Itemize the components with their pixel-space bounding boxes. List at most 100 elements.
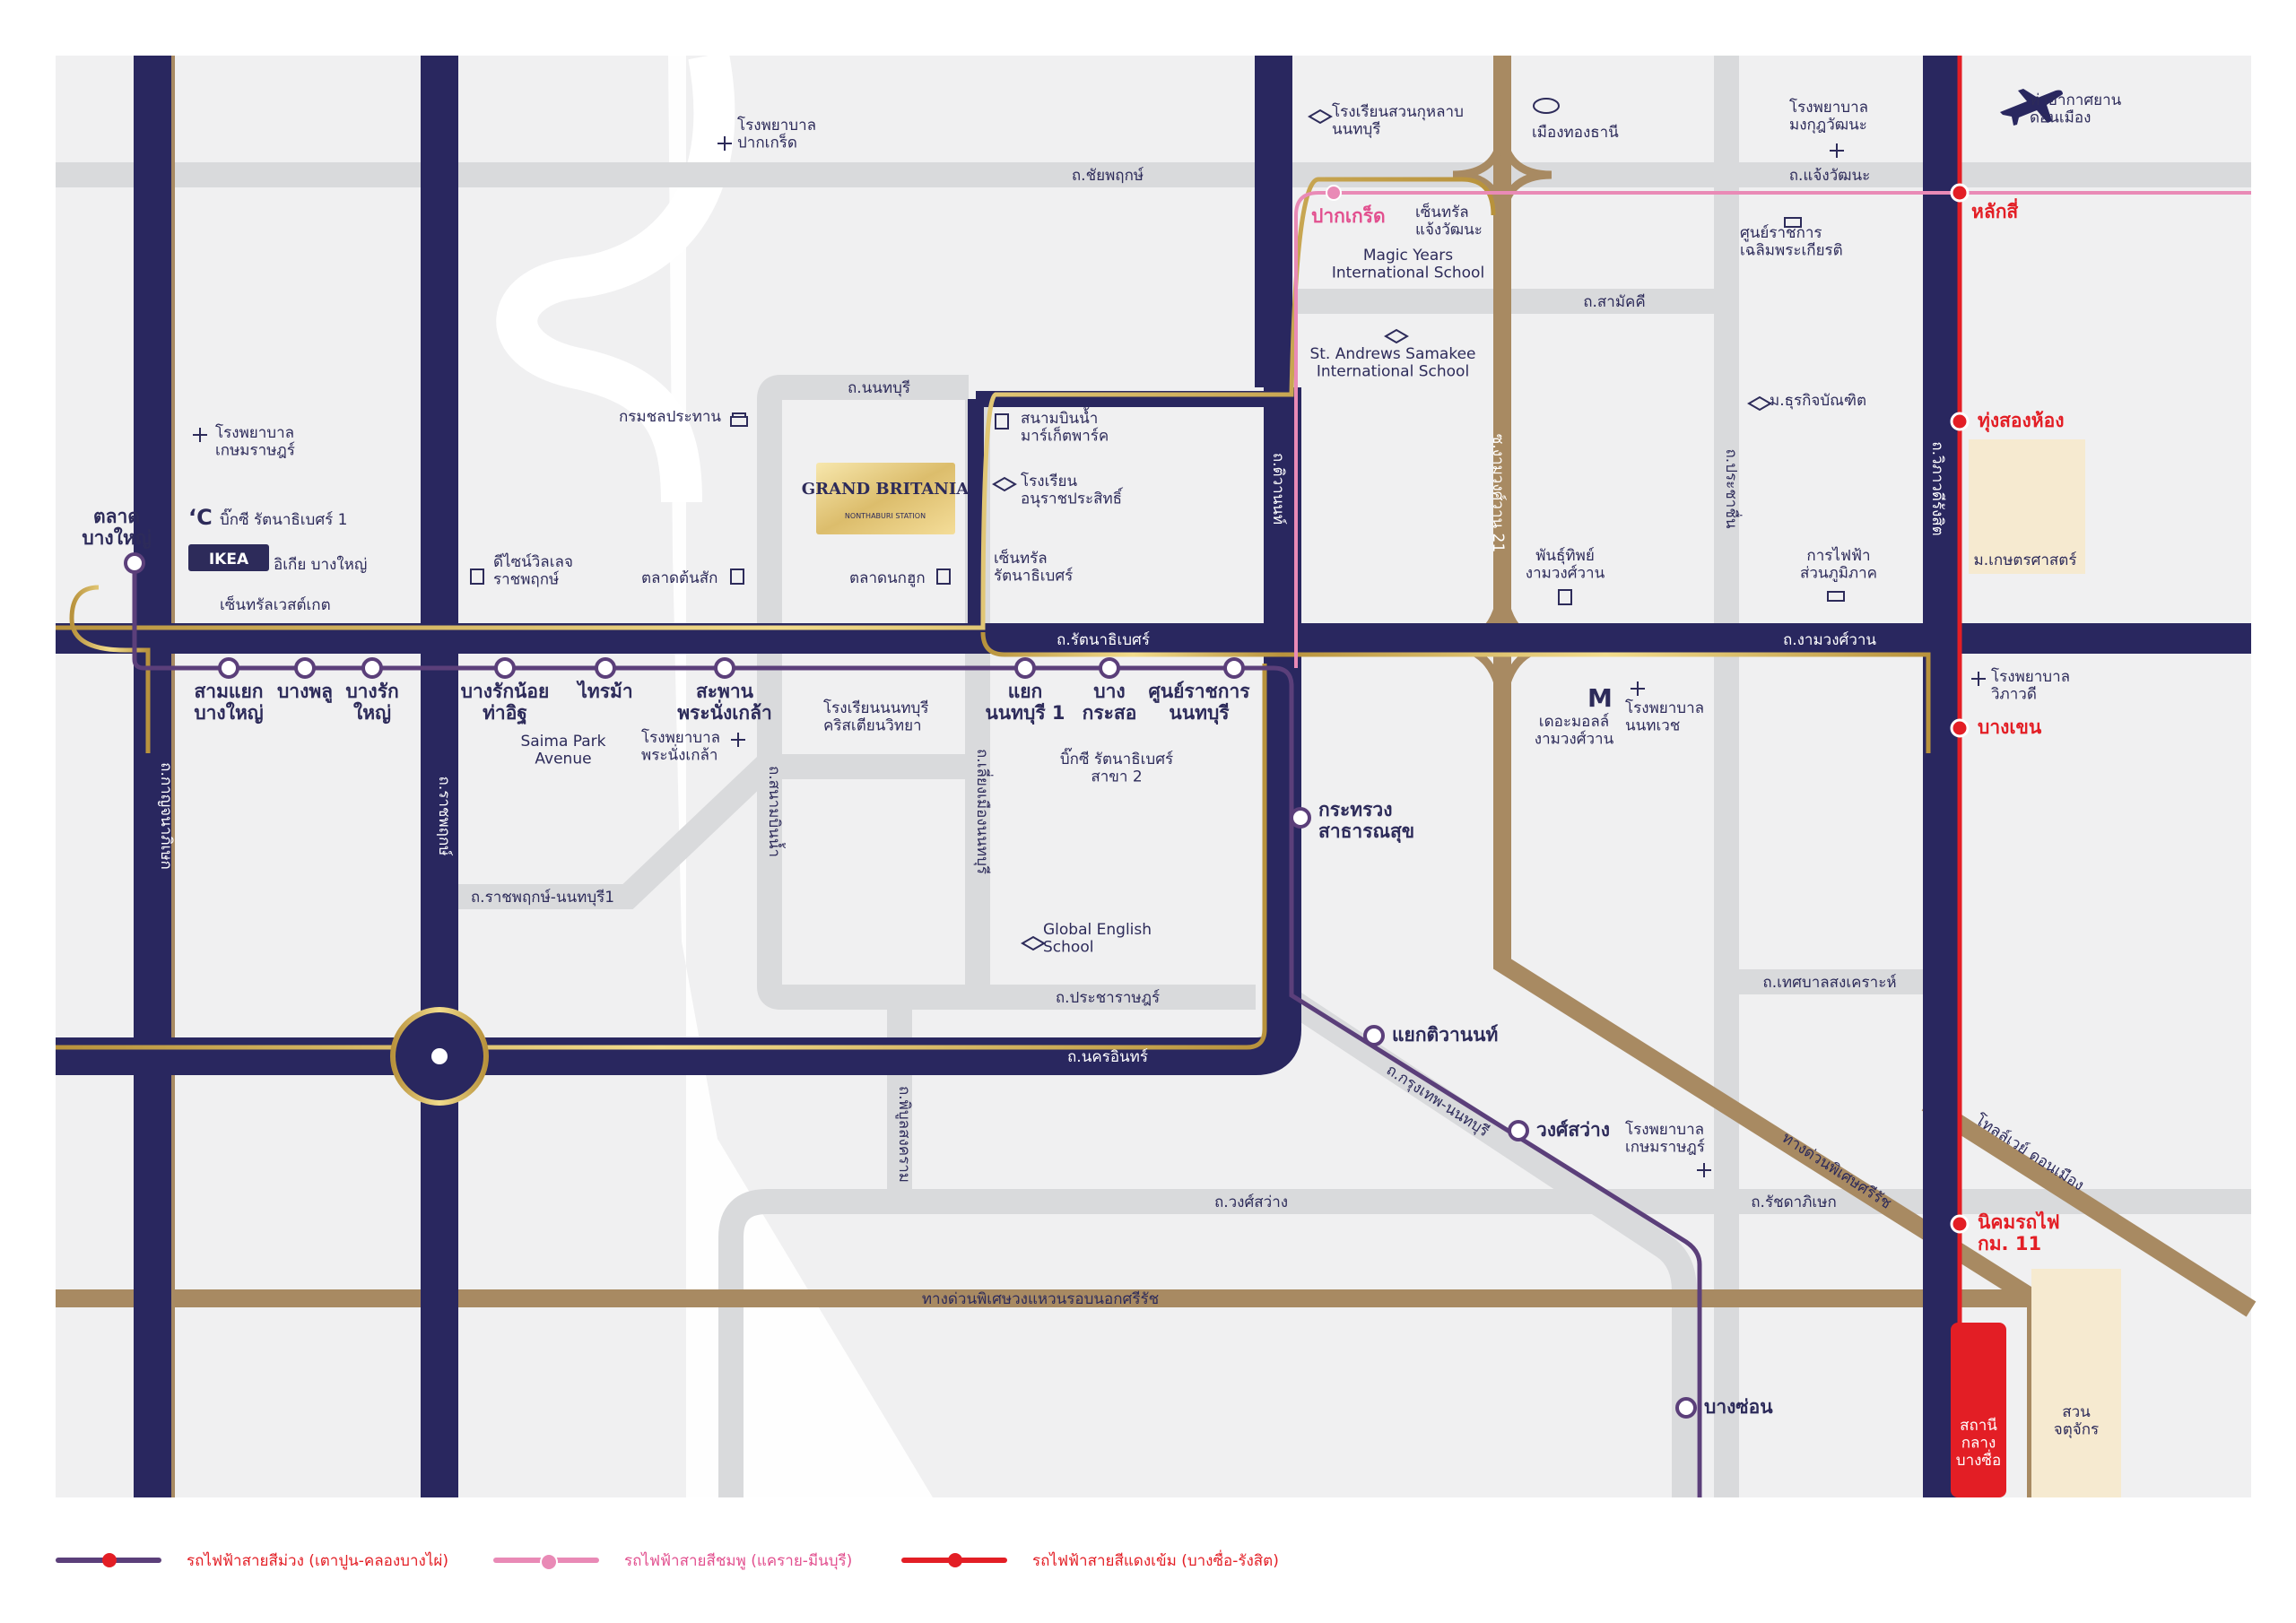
hospital-icon xyxy=(1631,681,1645,696)
label-sai-ma: ไทรม้า xyxy=(576,680,632,702)
the-mall-icon: M xyxy=(1587,683,1613,713)
label-christian-school: โรงเรียนนนทบุรีคริสเตียนวิทยา xyxy=(823,699,928,735)
road-label-nakhon-in: ถ.นครอินทร์ xyxy=(1067,1048,1148,1066)
ikea-logo-bg xyxy=(188,544,269,571)
school-icon xyxy=(1308,108,1333,125)
legend-purple: รถไฟฟ้าสายสีม่วง (เตาปูน-คลองบางไผ่) xyxy=(56,1542,448,1578)
building-icon xyxy=(1827,591,1845,602)
project-name: GRAND BRITANIA xyxy=(802,480,970,499)
label-pak-kret: ปากเกร็ด xyxy=(1311,204,1386,227)
pink-line-route xyxy=(1294,191,2251,668)
label-central-west: เซ็นทรัลเวสต์เกต xyxy=(220,595,331,614)
road-label-nonthaburi: ถ.นนทบุรี xyxy=(848,379,910,397)
station-bang-rak-noi xyxy=(494,657,516,679)
kaset-area xyxy=(1969,439,2085,574)
station-thung-song-hong xyxy=(1950,412,1970,431)
label-hosp-nonthavej: โรงพยาบาลนนทเวช xyxy=(1625,699,1704,735)
label-hosp-kasem-bangyai: โรงพยาบาลเกษมราษฎร์ xyxy=(215,423,295,460)
label-kaset-uni: ม.เกษตรศาสตร์ xyxy=(1974,551,2077,569)
label-phra-nang-klao: สะพานพระนั่งเกล้า xyxy=(677,681,772,724)
station-pak-kret xyxy=(1326,185,1342,201)
label-talad-nonghu: ตลาดนกฮูก xyxy=(849,569,926,587)
road-label-thetsaban: ถ.เทศบาลสงเคราะห์ xyxy=(1762,974,1896,992)
building-icon xyxy=(1784,217,1802,228)
legend-red-text: รถไฟฟ้าสายสีแดงเข้ม (บางซื่อ-รังสิต) xyxy=(1032,1551,1279,1570)
label-gov-complex: ศูนย์ราชการเฉลิมพระเกียรติ xyxy=(1740,224,1843,260)
road-label-kanchanaphisek: ถ.กาญจนาภิเษก xyxy=(157,762,175,870)
station-yaek-nonthaburi1 xyxy=(1014,657,1036,679)
legend-red: รถไฟฟ้าสายสีแดงเข้ม (บางซื่อ-รังสิต) xyxy=(901,1542,1279,1578)
road-label-ratchaphruek-nonthaburi1: ถ.ราชพฤกษ์-นนทบุรี1 xyxy=(471,889,614,907)
legend-pink: รถไฟฟ้าสายสีชมพู (แคราย-มีนบุรี) xyxy=(493,1542,852,1578)
label-bang-son: บางซ่อน xyxy=(1704,1396,1773,1418)
road-label-ratchadaphisek: ถ.รัชดาภิเษก xyxy=(1751,1193,1836,1211)
label-talad-ton-sak: ตลาดต้นสัก xyxy=(641,569,718,587)
label-phan-phruek: พันธุ์ทิพย์งามวงศ์วาน xyxy=(1526,547,1605,583)
road-label-chaiyaphruek: ถ.ชัยพฤกษ์ xyxy=(1072,167,1144,185)
hospital-icon xyxy=(193,428,207,442)
road-label-wongsawang: ถ.วงศ์สว่าง xyxy=(1214,1193,1288,1211)
label-thung-song-hong: ทุ่งสองห้อง xyxy=(1978,410,2065,433)
road-label-liang-muang: ถ.เลี่ยงเมืองนนทบุรี xyxy=(973,749,994,874)
label-bang-krasor: บางกระสอ xyxy=(1083,681,1137,724)
station-bang-rak-yai xyxy=(361,657,383,679)
label-school-suan-kularb: โรงเรียนสวนกุหลาบนนทบุรี xyxy=(1332,102,1464,139)
purple-line-route xyxy=(132,569,1702,1497)
building-icon xyxy=(730,412,748,427)
shop-icon xyxy=(730,568,744,585)
station-bang-son xyxy=(1675,1397,1697,1419)
legend-pink-text: รถไฟฟ้าสายสีชมพู (แคราย-มีนบุรี) xyxy=(624,1551,853,1570)
bang-sue-station xyxy=(1951,1323,2006,1497)
station-phra-nang-klao xyxy=(714,657,735,679)
road-label-chaengwattana: ถ.แจ้งวัฒนะ xyxy=(1789,167,1871,185)
road-label-ratchaphruek: ถ.ราชพฤกษ์ xyxy=(435,777,453,856)
road-nonthaburi-navy xyxy=(968,391,1274,638)
label-dhurakij: ม.ธุรกิจบัณฑิต xyxy=(1770,392,1866,410)
station-wong-sawang xyxy=(1508,1120,1529,1141)
airplane-icon xyxy=(2000,89,2063,126)
label-bigc1: บิ๊กซี รัตนาธิเบศร์ 1 xyxy=(220,508,347,529)
road-label-pracharat: ถ.ประชาราษฎร์ xyxy=(1056,989,1160,1007)
road-label-samakkhi: ถ.สามัคคี xyxy=(1583,293,1646,311)
label-yaek-nonthaburi1: แยกนนทบุรี 1 xyxy=(985,681,1065,725)
school-icon xyxy=(1384,328,1409,344)
legend-purple-line xyxy=(56,1553,161,1567)
road-label-soi21: ซ.งามวงศ์วาน 21 xyxy=(1489,434,1507,552)
ikea-logo: IKEA xyxy=(209,551,249,568)
label-deezign: ดีไซน์วิลเลจราชพฤกษ์ xyxy=(493,552,573,589)
river-band xyxy=(668,56,933,1497)
label-central-rattana: เซ็นทรัลรัตนาธิเบศร์ xyxy=(994,548,1073,586)
station-bang-phlu xyxy=(294,657,316,679)
stadium-icon xyxy=(1533,98,1561,114)
label-bang-rak-noi: บางรักน้อยท่าอิฐ xyxy=(461,681,550,725)
road-label-prachachuen: ถ.ประชาชื่น xyxy=(1722,449,1743,529)
label-central-chaeng: เซ็นทรัลแจ้งวัฒนะ xyxy=(1415,202,1483,239)
label-ministry-health: กระทรวงสาธารณสุข xyxy=(1318,799,1414,844)
label-irrigation: กรมชลประทาน xyxy=(619,408,721,426)
purple-stations xyxy=(124,552,1697,1419)
label-hosp-kasem-prachachuen: โรงพยาบาลเกษมราษฎร์ xyxy=(1625,1120,1705,1157)
road-label-tiwanon: ถ.ติวานนท์ xyxy=(1269,453,1287,525)
road-label-vibhavadi: ถ.วิภาวดีรังสิต xyxy=(1928,441,1946,535)
project-sub: NONTHABURI STATION xyxy=(845,512,926,520)
station-sai-ma xyxy=(595,657,616,679)
station-bang-krasor xyxy=(1099,657,1120,679)
station-yaek-tiwanon xyxy=(1363,1025,1385,1046)
label-muang-thong: เมืองทองธานี xyxy=(1532,124,1619,142)
shop-icon xyxy=(470,568,484,585)
station-bang-khen xyxy=(1950,718,1970,738)
label-the-mall: เดอะมอลล์งามวงศ์วาน xyxy=(1535,713,1614,749)
label-government-center: ศูนย์ราชการนนทบุรี xyxy=(1148,681,1250,725)
station-sam-yaek-bang-yai xyxy=(218,657,239,679)
shop-icon xyxy=(936,568,951,585)
station-government-center xyxy=(1223,657,1245,679)
bigc1-icon: ʻC xyxy=(188,505,213,530)
road-label-phibunsongkhram: ถ.พิบูลสงคราม xyxy=(895,1086,913,1183)
label-nikhom-rotfai: นิคมรถไฟกม. 11 xyxy=(1978,1211,2060,1254)
road-wongsawang xyxy=(718,1189,2251,1497)
school-icon xyxy=(1021,935,1046,951)
red-stations xyxy=(1950,183,1970,1234)
label-bang-rak-yai: บางรักใหญ่ xyxy=(345,681,398,725)
